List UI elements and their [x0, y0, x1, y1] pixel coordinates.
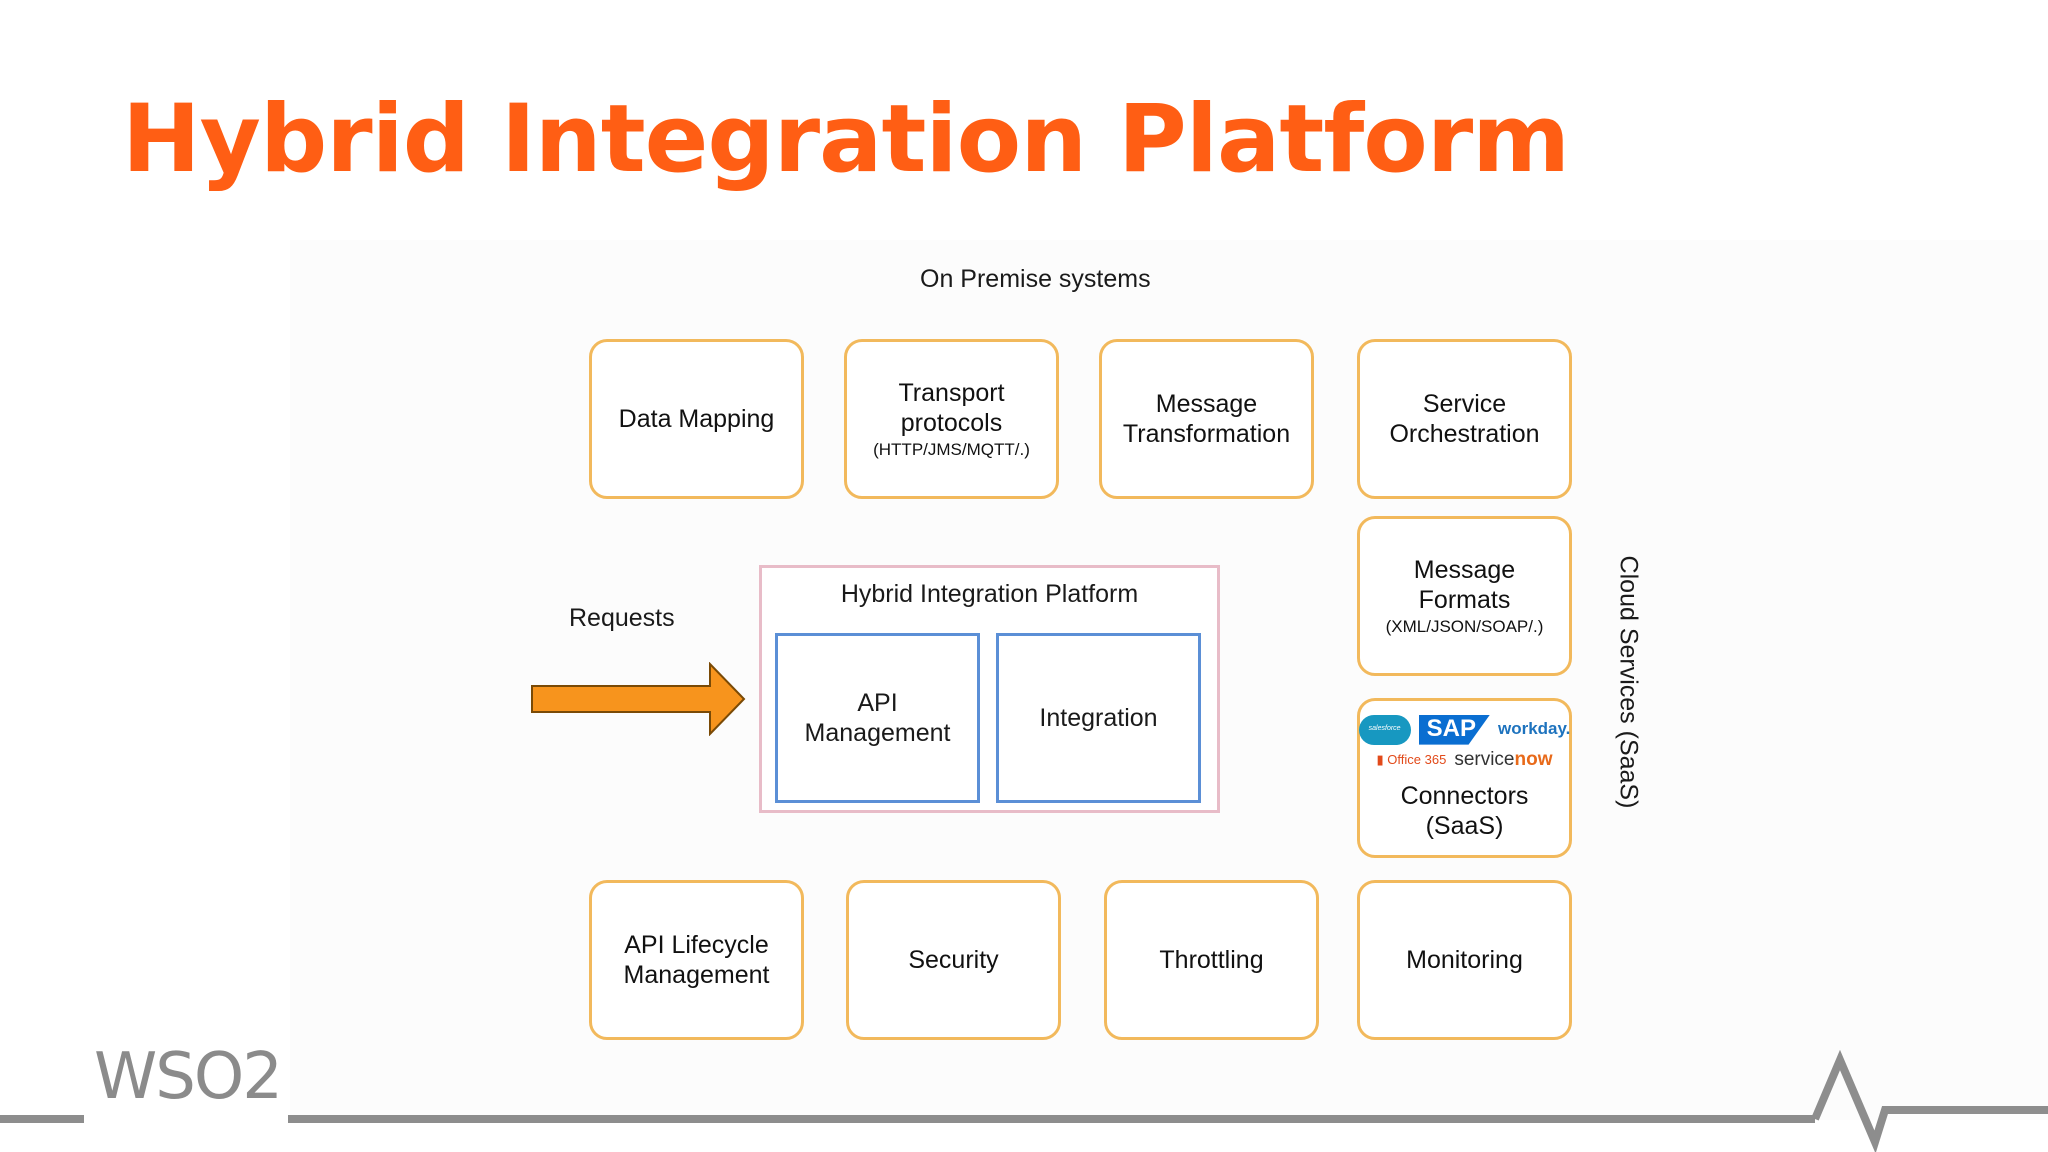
sap-logo: SAP [1418, 714, 1490, 745]
monitoring-label: Monitoring [1406, 946, 1523, 974]
integration-label: Integration [1039, 704, 1158, 732]
message-formats-box: Message Formats (XML/JSON/SOAP/.) [1357, 516, 1572, 676]
connectors-line-1: Connectors [1400, 782, 1529, 811]
transport-line-2: protocols [900, 408, 1003, 437]
service-orchestration-box: Service Orchestration [1357, 339, 1572, 499]
servicenow-text-b: now [1514, 748, 1553, 770]
security-label: Security [908, 946, 999, 974]
servicenow-text-a: service [1454, 748, 1515, 770]
office365-logo: ▮ Office 365 [1376, 752, 1447, 768]
wso2-logo: WSO2 [94, 1040, 283, 1114]
footer-pulse [1811, 1050, 2048, 1152]
slide-title: Hybrid Integration Platform [122, 85, 1570, 194]
message-transformation-box: Message Transformation [1099, 339, 1314, 499]
message-transformation-line-2: Transformation [1122, 420, 1291, 448]
transport-protocols-box: Transport protocols (HTTP/JMS/MQTT/.) [844, 339, 1059, 499]
transport-sub: (HTTP/JMS/MQTT/.) [873, 439, 1030, 459]
throttling-label: Throttling [1159, 946, 1264, 974]
cloud-services-label: Cloud Services (SaaS) [1614, 555, 1643, 809]
data-mapping-box: Data Mapping [589, 339, 804, 499]
connectors-box: salesforce SAP workday. ▮ Office 365 ser… [1357, 698, 1572, 858]
saas-logos: salesforce SAP workday. ▮ Office 365 ser… [1358, 714, 1571, 772]
platform-title: Hybrid Integration Platform [840, 580, 1139, 608]
request-arrow-shape [531, 662, 746, 736]
service-orchestration-line-1: Service [1422, 390, 1507, 418]
request-arrow [531, 662, 746, 736]
api-management-line-2: Management [804, 719, 951, 747]
message-formats-sub: (XML/JSON/SOAP/.) [1385, 616, 1544, 636]
api-management-line-1: API [857, 689, 898, 717]
platform-frame: Hybrid Integration Platform API Manageme… [759, 565, 1220, 813]
api-management-box: API Management [775, 633, 980, 803]
on-premise-label: On Premise systems [920, 265, 1151, 293]
security-box: Security [846, 880, 1061, 1040]
salesforce-logo: salesforce [1358, 714, 1411, 745]
message-transformation-line-1: Message [1155, 390, 1258, 418]
workday-logo: workday. [1497, 719, 1571, 739]
footer-pulse-line [0, 1050, 2048, 1152]
office365-text: Office 365 [1387, 752, 1447, 768]
throttling-box: Throttling [1104, 880, 1319, 1040]
message-formats-line-1: Message [1413, 555, 1516, 584]
api-lifecycle-line-1: API Lifecycle [624, 931, 769, 959]
api-lifecycle-box: API Lifecycle Management [589, 880, 804, 1040]
service-orchestration-line-2: Orchestration [1389, 420, 1540, 448]
transport-line-1: Transport [898, 378, 1005, 407]
message-formats-line-2: Formats [1418, 585, 1511, 614]
servicenow-logo: servicenow [1454, 749, 1552, 772]
requests-label: Requests [569, 604, 675, 632]
api-lifecycle-line-2: Management [623, 961, 770, 989]
data-mapping-label: Data Mapping [618, 405, 775, 433]
integration-box: Integration [996, 633, 1201, 803]
connectors-line-2: (SaaS) [1425, 812, 1504, 841]
monitoring-box: Monitoring [1357, 880, 1572, 1040]
